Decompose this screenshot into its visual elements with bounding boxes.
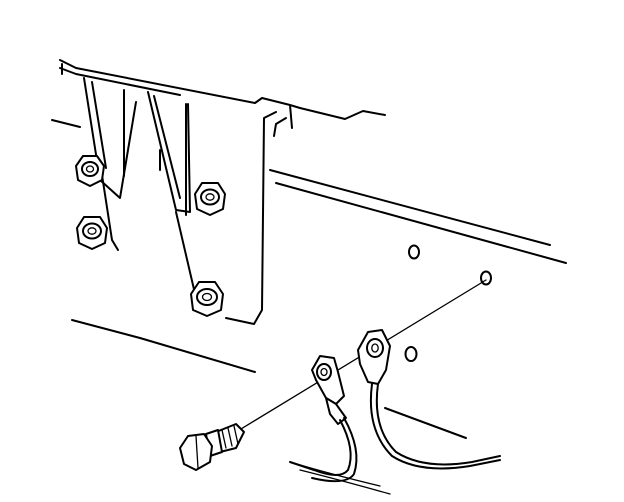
upper-body-outline: [59, 59, 386, 120]
hole-icon: [408, 244, 420, 260]
hex-nut-icon: [76, 216, 108, 250]
hole-icon: [404, 346, 418, 362]
hex-nut-icon: [194, 182, 226, 216]
frame-rail: [51, 119, 567, 495]
ring-terminal-icon: [357, 329, 391, 385]
hex-nut-icon: [75, 155, 105, 187]
hole-icon: [480, 270, 492, 286]
mounting-bracket: [83, 77, 293, 325]
ring-terminal-icon: [311, 355, 347, 425]
ground-wire: [369, 383, 501, 470]
ground-wire: [289, 417, 358, 483]
hex-nut-icon: [190, 281, 224, 317]
hex-bolt-icon: [179, 423, 245, 471]
